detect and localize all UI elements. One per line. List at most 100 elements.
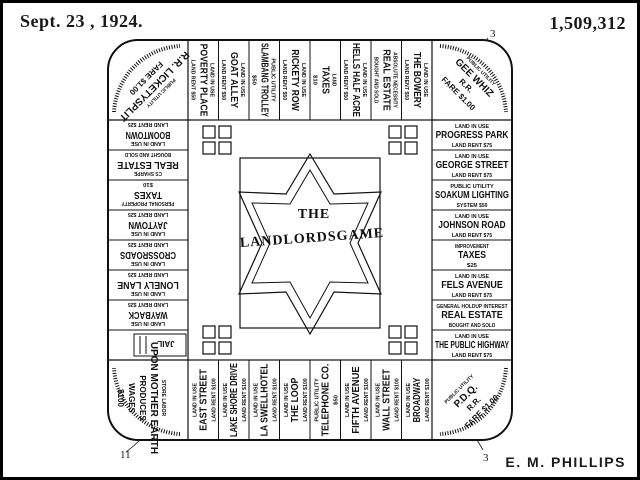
space-name: FELS AVENUE: [441, 280, 503, 291]
space-header: LAND IN USE: [223, 382, 229, 417]
corner-line-5: $100: [116, 389, 125, 407]
space-header: LAND IN USE: [208, 63, 214, 98]
space-header: PUBLIC UTILITY: [269, 58, 275, 102]
space-name: POVERTY PLACE: [197, 44, 208, 117]
space-name: EAST STREET: [198, 369, 209, 431]
space-rent: LAND RENT $100: [211, 378, 217, 422]
jail-label: JAIL: [157, 339, 174, 348]
space-name: REAL ESTATE: [117, 159, 179, 170]
corner-line-3: PRODUCES: [138, 375, 147, 421]
space-header: GENERAL HOLDUP INTEREST: [436, 304, 507, 310]
space-header: IMPROVEMENT: [455, 244, 489, 250]
space-name: TAXES: [458, 250, 486, 261]
patent-date: Sept. 23 , 1924.: [20, 11, 144, 31]
space-name: GEORGE STREET: [436, 160, 509, 171]
space-name: JOHNSON ROAD: [438, 220, 505, 231]
space-name: JAYTOWN: [128, 219, 167, 230]
corner-header: STORE LABOR: [160, 380, 166, 417]
space-rent: $10: [311, 75, 317, 85]
inventor-name: E. M. PHILLIPS: [505, 454, 626, 470]
space-header: LAND: [330, 74, 336, 87]
space-header: PUBLIC UTILITY: [450, 184, 494, 190]
space-rent: BOUGHT AND SOLD: [372, 57, 378, 104]
space-rent: LAND RENT $50: [189, 60, 195, 101]
space-header: LAND IN USE: [406, 382, 412, 417]
space-border: [401, 39, 433, 121]
space-rent: LAND RENT $25: [128, 211, 169, 217]
card-squares: [202, 125, 418, 355]
space-header: LAND IN USE: [239, 63, 245, 98]
space-name: SLAMBANG TROLLEY: [258, 43, 269, 117]
space-rent: LAND RENT $75: [452, 143, 493, 149]
space-rent: $50: [333, 395, 339, 405]
space-name: TAXES: [134, 189, 162, 200]
space-name: REAL ESTATE: [380, 49, 391, 111]
space-header: LAND IN USE: [130, 230, 165, 236]
space-header: LAND IN USE: [130, 290, 165, 296]
space-header: LAND IN USE: [455, 334, 490, 340]
space-rent: LAND RENT $100: [364, 378, 370, 422]
space-rent: LAND RENT $100: [425, 378, 431, 422]
center-rectangle: [239, 157, 381, 329]
corner-line-4: WAGES: [127, 383, 136, 413]
space-header: LAND IN USE: [192, 382, 198, 417]
space-header: LAND IN USE: [375, 382, 381, 417]
space-rent: LAND RENT $100: [242, 378, 248, 422]
space-header: PERSONAL PROPERTY: [121, 200, 174, 206]
corner-name: UPON MOTHER EARTH: [148, 342, 159, 454]
reference-numeral-bottom-left: 11: [120, 449, 131, 461]
space-header: CS SHARPE: [133, 170, 162, 176]
space-name: LA SWELLHOTEL: [259, 364, 270, 437]
space-border: [401, 359, 433, 441]
space-rent: LAND RENT $25: [128, 301, 169, 307]
space-name: BOOMTOWN: [126, 129, 171, 140]
space-header: LAND IN USE: [361, 63, 367, 98]
space-header: ABSOLUTE NECESSITY: [391, 52, 397, 108]
space-rent: LAND RENT $75: [452, 233, 493, 239]
space-rent: LAND RENT $50: [281, 60, 287, 101]
space-header: LAND IN USE: [284, 382, 290, 417]
center-star-inner: [251, 169, 369, 320]
space-name: THE BOWERY: [411, 52, 422, 108]
space-rent: SYSTEM $50: [457, 203, 488, 209]
space-rent: LAND RENT $100: [394, 378, 400, 422]
space-header: LAND IN USE: [455, 214, 490, 220]
space-name: TELEPHONE CO.: [320, 363, 331, 436]
space-rent: $25: [467, 263, 477, 269]
space-name: THE LOOP: [290, 377, 301, 422]
space-rent: LAND RENT $75: [452, 173, 493, 179]
space-name: WALL STREET: [381, 369, 392, 431]
space-name: THE PUBLIC HIGHWAY: [435, 340, 509, 351]
space-name: LAKE SHORE DRIVE: [229, 363, 240, 437]
jail-box: [133, 333, 187, 357]
center-star-outer: [238, 152, 382, 336]
space-border: [431, 329, 513, 361]
space-header: LAND IN USE: [455, 124, 490, 130]
space-border: [107, 299, 189, 331]
space-name: SOAKUM LIGHTING: [435, 190, 509, 201]
